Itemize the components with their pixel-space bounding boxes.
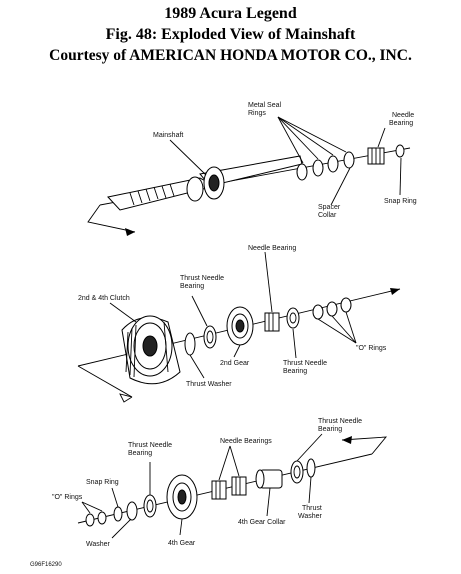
label-needle-bearing-top-1: Needle xyxy=(392,112,414,119)
metal-seal-ring-3 xyxy=(327,155,339,173)
thrust-washer-mid xyxy=(184,332,196,356)
mainshaft-gear-hub xyxy=(208,174,220,192)
figure-caption: Fig. 48: Exploded View of Mainshaft xyxy=(105,26,356,43)
label-gear-4th: 4th Gear xyxy=(168,540,196,547)
thrust-needle-bearing-mid-left xyxy=(203,325,217,349)
label-thrust-needle-bearing-mid-left-1: Thrust Needle xyxy=(180,275,224,282)
fourth-gear-group: Thrust Needle Bearing Needle Bearings Th… xyxy=(52,418,388,548)
label-thrust-needle-bearing-mid-right-2: Bearing xyxy=(283,368,307,375)
label-gear-2nd: 2nd Gear xyxy=(220,360,250,367)
label-needle-bearing-top-2: Bearing xyxy=(389,120,413,127)
label-gear-collar-4th: 4th Gear Collar xyxy=(238,519,286,526)
mainshaft-splines xyxy=(129,183,175,206)
label-washer-bot: Washer xyxy=(86,541,111,548)
label-thrust-washer-bot-1: Thrust xyxy=(302,505,322,512)
label-thrust-needle-bearing-bot-right-2: Bearing xyxy=(318,426,342,433)
clutch-drum-ribs xyxy=(125,321,169,378)
needle-bearing-bot-1 xyxy=(211,480,227,500)
label-spacer-collar-2: Collar xyxy=(318,212,337,219)
needle-bearing-bot-2 xyxy=(231,476,247,496)
clutch-drum-hub xyxy=(142,335,158,357)
clutch-group: 2nd & 4th Clutch Thrust Needle Bearing N… xyxy=(77,245,401,403)
label-spacer-collar-1: Spacer xyxy=(318,204,341,211)
label-metal-seal-rings-1: Metal Seal xyxy=(248,102,282,109)
top-arrowhead xyxy=(125,228,135,236)
snap-ring-bot xyxy=(113,506,123,522)
snap-ring-top xyxy=(395,144,405,158)
label-thrust-needle-bearing-mid-left-2: Bearing xyxy=(180,283,204,290)
middle-lower-line xyxy=(77,365,133,398)
needle-bearing-mid xyxy=(264,312,280,332)
figure-title: 1989 Acura Legend xyxy=(164,5,297,22)
thrust-needle-bearing-mid-right xyxy=(286,307,300,329)
metal-seal-ring-2 xyxy=(312,159,324,177)
thrust-needle-bearing-bot-right xyxy=(290,460,304,484)
mainshaft-group: Mainshaft Metal Seal Rings Needle Bearin… xyxy=(87,102,417,236)
mainshaft-collar xyxy=(186,176,204,202)
bottom-return-line xyxy=(341,436,388,455)
label-thrust-needle-bearing-bot-right-1: Thrust Needle xyxy=(318,418,362,425)
label-snap-ring-top: Snap Ring xyxy=(384,198,417,205)
figure-header: 1989 Acura Legend Fig. 48: Exploded View… xyxy=(0,0,461,66)
washer-bot xyxy=(126,501,138,521)
label-needle-bearing-mid: Needle Bearing xyxy=(248,245,296,252)
o-ring-mid-3 xyxy=(340,297,352,313)
label-thrust-needle-bearing-bot-left-1: Thrust Needle xyxy=(128,442,172,449)
thrust-washer-bot xyxy=(306,458,316,478)
top-return-line xyxy=(87,204,136,233)
metal-seal-ring-1 xyxy=(296,163,308,181)
figure-code: G96F16290 xyxy=(30,562,62,568)
label-thrust-needle-bearing-mid-right-1: Thrust Needle xyxy=(283,360,327,367)
spacer-collar xyxy=(343,151,355,169)
label-metal-seal-rings-2: Rings xyxy=(248,110,266,117)
label-snap-ring-bot: Snap Ring xyxy=(86,479,119,486)
o-ring-mid-1 xyxy=(312,304,324,320)
o-ring-bot-1 xyxy=(85,513,95,527)
o-ring-bot-2 xyxy=(97,511,107,525)
label-o-rings-bot: "O" Rings xyxy=(52,494,83,501)
label-clutch-2nd-4th: 2nd & 4th Clutch xyxy=(78,295,130,302)
figure-credit: Courtesy of AMERICAN HONDA MOTOR CO., IN… xyxy=(49,47,412,64)
label-o-rings-mid: "O" Rings xyxy=(356,345,387,352)
thrust-needle-bearing-bot-left xyxy=(143,494,157,518)
label-thrust-washer-bot-2: Washer xyxy=(298,513,323,520)
label-needle-bearings-bot: Needle Bearings xyxy=(220,438,272,445)
label-mainshaft: Mainshaft xyxy=(153,132,183,139)
label-thrust-needle-bearing-bot-left-2: Bearing xyxy=(128,450,152,457)
label-thrust-washer-mid: Thrust Washer xyxy=(186,381,232,388)
o-ring-mid-2 xyxy=(326,301,338,317)
